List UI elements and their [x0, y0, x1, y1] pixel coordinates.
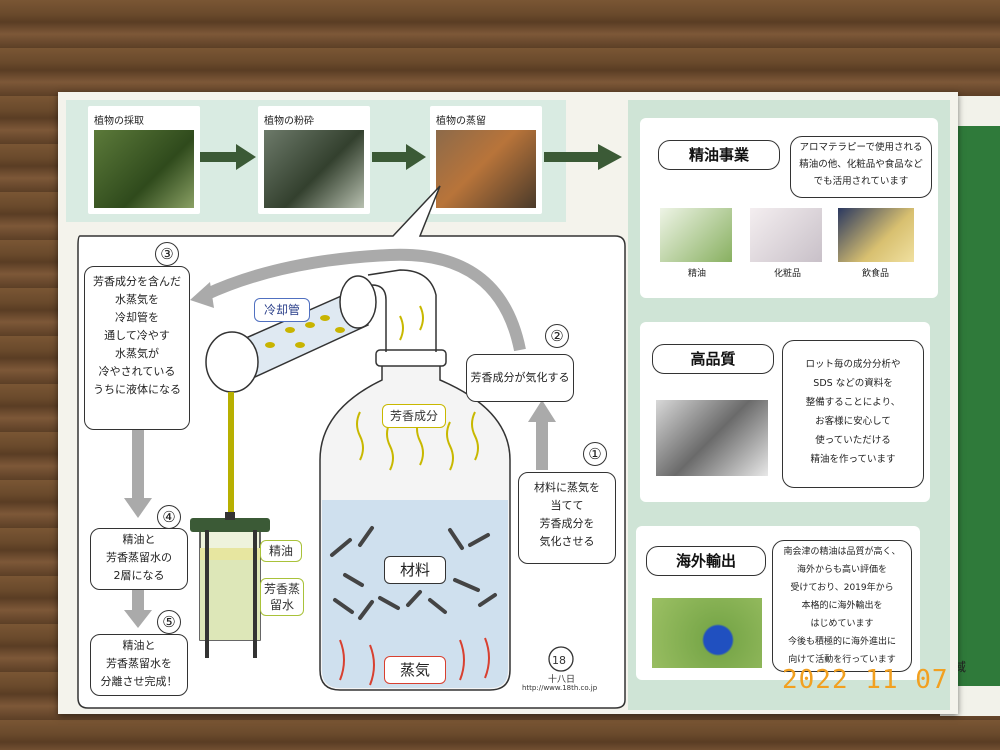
step3-line: 冷やされている — [98, 365, 176, 378]
cosmetics-photo — [750, 208, 822, 262]
text-line: 使っていただける — [815, 435, 891, 446]
text-line: でも活用されています — [813, 176, 909, 187]
photo-label: 植物の蒸留 — [436, 116, 486, 127]
step4-box: 精油と 芳香蒸留水の 2層になる — [90, 528, 188, 590]
crush-photo — [264, 130, 364, 208]
text-line: 精油の他、化粧品や食品など — [799, 159, 923, 170]
oil-label: 精油 — [260, 540, 302, 562]
distill-photo — [436, 130, 536, 208]
step1-line: 気化させる — [539, 535, 595, 548]
aroma-label: 芳香成分 — [382, 404, 446, 428]
step2-number: ② — [545, 324, 569, 348]
text-line: 精油を作っています — [810, 454, 896, 465]
food-drink-photo — [838, 208, 914, 262]
essential-oil-text: アロマテラピーで使用される 精油の他、化粧品や食品など でも活用されています — [790, 136, 932, 198]
step1-line: 芳香成分を — [539, 517, 595, 530]
essential-oil-title: 精油事業 — [658, 140, 780, 170]
text-line: お客様に安心して — [815, 416, 891, 427]
step4-number: ④ — [157, 505, 181, 529]
step5-line: 芳香蒸留水を — [106, 657, 172, 670]
step5-line: 精油と — [122, 639, 156, 652]
svg-text:18: 18 — [552, 654, 566, 667]
step3-line: 水蒸気が — [115, 347, 159, 360]
text-line: 整備することにより、 — [805, 397, 901, 408]
cosmetics-caption: 化粧品 — [774, 269, 802, 279]
step5-box: 精油と 芳香蒸留水を 分離させ完成！ — [90, 634, 188, 696]
photo-card-harvest: 植物の採取 — [88, 106, 200, 214]
export-title: 海外輸出 — [646, 546, 766, 576]
step1-box: 材料に蒸気を 当てて 芳香成分を 気化させる — [518, 472, 616, 564]
step4-line: 2層になる — [113, 569, 165, 582]
photo-card-distill: 植物の蒸留 — [430, 106, 542, 214]
text-line: ロット毎の成分分析や — [805, 359, 901, 370]
step3-line: 冷却管を — [115, 311, 159, 324]
logo-url: http://www.18th.co.jp — [522, 684, 598, 692]
step4-line: 精油と — [122, 533, 156, 546]
globe-on-grass-photo — [652, 598, 762, 668]
text-line: 南会津の精油は品質が高く、 — [783, 547, 901, 557]
step3-number: ③ — [155, 242, 179, 266]
step3-line: 芳香成分を含んだ — [93, 275, 181, 288]
text-line: SDS などの資料を — [813, 378, 893, 389]
step5-number: ⑤ — [157, 610, 181, 634]
step3-line: うちに液体になる — [93, 383, 181, 396]
step1-line: 当てて — [550, 499, 584, 512]
cooling-tube-label: 冷却管 — [254, 298, 310, 322]
export-text: 南会津の精油は品質が高く、 海外からも高い評価を 受けており、2019年から 本… — [772, 540, 912, 672]
photo-label: 植物の採取 — [94, 116, 144, 127]
material-label: 材料 — [384, 556, 446, 584]
steam-label: 蒸気 — [384, 656, 446, 684]
photo-card-crush: 植物の粉砕 — [258, 106, 370, 214]
step2-box: 芳香成分が気化する — [466, 354, 574, 402]
step1-number: ① — [583, 442, 607, 466]
oil-bottles-photo — [660, 208, 732, 262]
date-stamp: 2022 11 07 — [782, 665, 949, 695]
text-line: 向けて活動を行っています — [788, 655, 896, 665]
logo-text: 十八日 — [548, 675, 576, 685]
oil-caption: 精油 — [688, 269, 707, 279]
step5-line: 分離させ完成！ — [100, 675, 178, 688]
photo-label: 植物の粉砕 — [264, 116, 314, 127]
food-caption: 飲食品 — [862, 269, 890, 279]
quality-title: 高品質 — [652, 344, 774, 374]
step3-line: 通して冷やす — [104, 329, 170, 342]
quality-text: ロット毎の成分分析や SDS などの資料を 整備することにより、 お客様に安心し… — [782, 340, 924, 488]
step1-line: 材料に蒸気を — [534, 481, 600, 494]
text-line: 受けており、2019年から — [790, 583, 894, 593]
process-arrows — [200, 144, 622, 170]
text-line: アロマテラピーで使用される — [799, 142, 923, 153]
harvest-photo — [94, 130, 194, 208]
step4-line: 芳香蒸留水の — [106, 551, 172, 564]
text-line: 海外からも高い評価を — [796, 565, 887, 575]
text-line: はじめています — [810, 619, 874, 629]
text-line: 本格的に海外輸出を — [801, 601, 883, 611]
second-poster-stripe — [958, 126, 1000, 686]
step3-box: 芳香成分を含んだ 水蒸気を 冷却管を 通して冷やす 水蒸気が 冷やされている う… — [84, 266, 190, 430]
water-label: 芳香蒸留水 — [260, 578, 304, 616]
text-line: 今後も積極的に海外進出に — [787, 637, 896, 647]
step3-line: 水蒸気を — [115, 293, 159, 306]
lab-equipment-photo — [656, 400, 768, 476]
